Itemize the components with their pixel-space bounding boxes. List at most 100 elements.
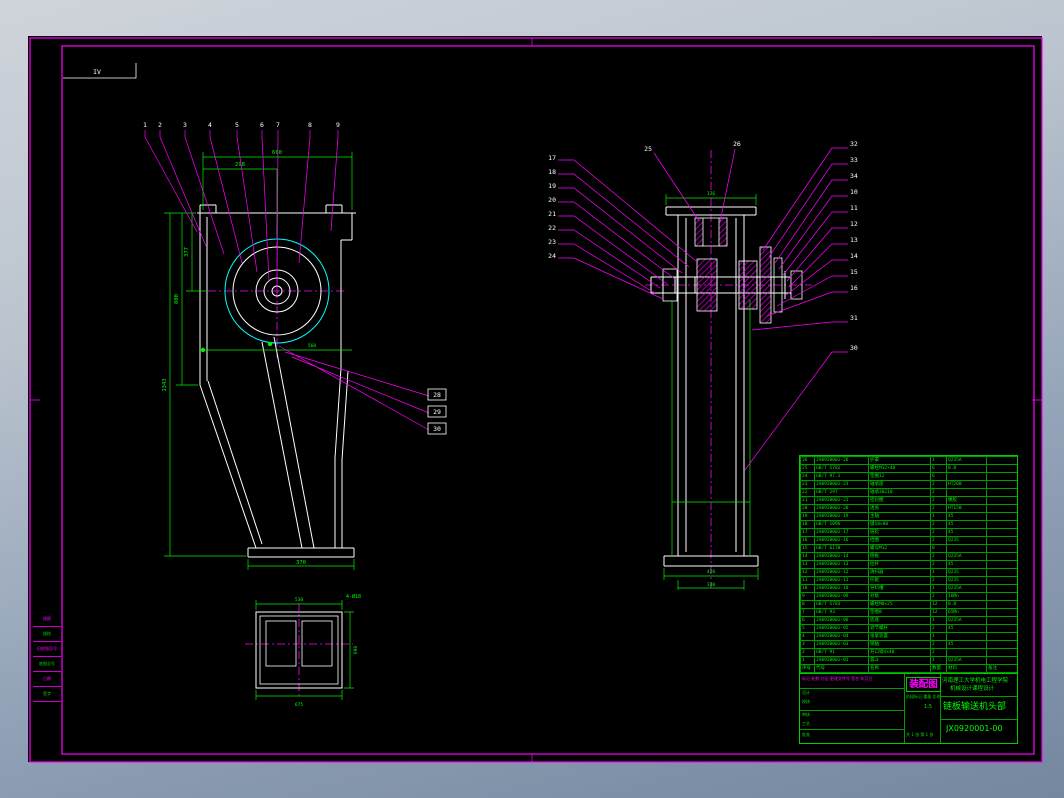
callout-label: 5 xyxy=(235,121,239,129)
top-bearing-box xyxy=(694,217,728,247)
stage-labels: 阶段标记 重量 比例 xyxy=(906,694,941,699)
side-view-dimensions: 176 420 330 xyxy=(663,191,759,590)
titleblock-divider xyxy=(800,729,904,730)
dim-label: 675 xyxy=(295,702,303,708)
dim-label: 420 xyxy=(707,569,715,575)
sig-row-process: 工艺 xyxy=(802,721,810,726)
margin-row: 描图 xyxy=(33,612,61,627)
dim-label: 560 xyxy=(308,343,316,349)
titleblock-divider xyxy=(940,696,1017,697)
side-view: 176 420 330 17 18 19 20 21 22 23 24 25 2… xyxy=(548,140,858,590)
callout-label: 7 xyxy=(276,121,280,129)
callout-label: 10 xyxy=(850,188,858,196)
callout-label: 9 xyxy=(336,121,340,129)
callout-label: 28 xyxy=(433,391,441,399)
front-view: 660 298 1343 800 377 560 370 1 2 3 4 5 6… xyxy=(143,121,447,570)
sig-row-check: 校核 xyxy=(802,699,810,704)
doc-type-label: 装配图 xyxy=(906,677,941,692)
callout-label: 3 xyxy=(183,121,187,129)
scale-value: 1:5 xyxy=(924,704,933,710)
housing-outline xyxy=(197,204,356,558)
dim-label: 176 xyxy=(707,191,715,197)
callout-label: 21 xyxy=(548,210,556,218)
sig-row-approve: 批准 xyxy=(802,732,810,737)
base-view: 530 698 675 4-Ø18 xyxy=(245,593,361,708)
org-subtitle: 机械设计课程设计 xyxy=(950,686,995,692)
dim-label: 660 xyxy=(272,150,282,156)
titleblock-divider xyxy=(940,719,1017,720)
dim-label: 298 xyxy=(235,162,245,168)
dim-label: 530 xyxy=(295,597,303,603)
callout-label: 18 xyxy=(548,168,556,176)
callout-label: 4 xyxy=(208,121,212,129)
org-name: 河南理工大学机电工程学院 xyxy=(942,678,1009,684)
callout-label: 17 xyxy=(548,154,556,162)
margin-row: 旧底图总号 xyxy=(33,642,61,657)
callout-label: 6 xyxy=(260,121,264,129)
callout-label: 12 xyxy=(850,220,858,228)
callout-label: 20 xyxy=(548,196,556,204)
sig-row-design: 设计 xyxy=(802,690,810,695)
front-view-dimensions: 660 298 1343 800 377 560 370 xyxy=(162,150,355,570)
section-label: IV xyxy=(93,68,101,76)
titleblock-divider xyxy=(904,674,905,743)
callout-label: 24 xyxy=(548,252,556,260)
callout-label: 22 xyxy=(548,224,556,232)
revision-header-row: 标记 处数 分区 更改文件号 签名 年月日 xyxy=(802,676,873,681)
callout-label: 32 xyxy=(850,140,858,148)
callout-label: 26 xyxy=(733,140,741,148)
callout-label: 2 xyxy=(158,121,162,129)
sheet-info: 共 1 张 第 1 张 xyxy=(906,732,934,737)
shaft-assembly xyxy=(650,246,803,324)
column-outline xyxy=(663,206,759,567)
sheet-frame xyxy=(28,36,1043,763)
sig-row-audit: 审核 xyxy=(802,712,810,717)
margin-row: 签字 xyxy=(33,687,61,702)
callout-label: 16 xyxy=(850,284,858,292)
callout-label: 25 xyxy=(644,145,652,153)
callout-label: 30 xyxy=(433,425,441,433)
section-mark: IV xyxy=(63,63,137,79)
titleblock-divider xyxy=(940,674,941,743)
margin-block: 描图 描校 旧底图总号 底图总号 日期 签字 xyxy=(33,612,61,744)
titleblock-divider xyxy=(800,710,904,711)
bom-row: 序号代号名称数量材料备注 xyxy=(800,664,1017,673)
dim-label: 4-Ø18 xyxy=(346,593,361,600)
callout-label: 34 xyxy=(850,172,858,180)
part-name: 链板输送机头部 xyxy=(943,702,1007,712)
callout-label: 8 xyxy=(308,121,312,129)
side-view-callouts: 17 18 19 20 21 22 23 24 25 26 32 33 34 1… xyxy=(548,140,858,471)
dim-label: 330 xyxy=(707,582,715,588)
callout-label: 11 xyxy=(850,204,858,212)
dim-label: 1343 xyxy=(162,378,168,391)
dim-label: 370 xyxy=(296,560,306,566)
dim-label: 800 xyxy=(174,294,180,304)
callout-label: 23 xyxy=(548,238,556,246)
callout-label: 31 xyxy=(850,314,858,322)
callout-label: 30 xyxy=(850,344,858,352)
margin-row: 日期 xyxy=(33,672,61,687)
